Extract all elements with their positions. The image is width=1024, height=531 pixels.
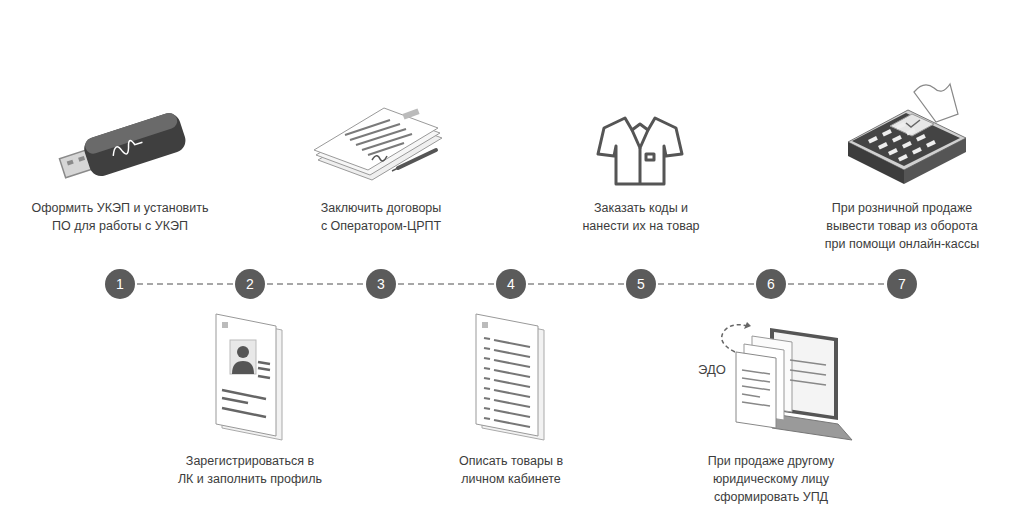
edi-label: ЭДО <box>696 362 728 378</box>
step-number: 5 <box>637 277 645 291</box>
step-number: 2 <box>246 277 254 291</box>
step-circle: 6 <box>756 269 786 299</box>
dashed-connector <box>398 283 494 285</box>
step-caption: Заказать коды и нанести их на товар <box>571 199 711 235</box>
step-caption: Зарегистрироваться в ЛК и заполнить проф… <box>175 452 325 488</box>
dashed-connector <box>267 283 364 285</box>
step-number: 6 <box>767 277 775 291</box>
profile-sheet-icon <box>216 314 282 440</box>
dashed-connector <box>658 283 754 285</box>
dashed-connector <box>788 283 885 285</box>
step-caption: При розничной продаже вывести товар из о… <box>822 199 982 253</box>
step-number: 4 <box>507 277 515 291</box>
step-circle: 5 <box>626 269 656 299</box>
contract-icon <box>314 108 442 180</box>
shirt-icon <box>598 118 682 184</box>
usb-token-icon <box>56 110 188 187</box>
product-list-icon <box>476 314 544 440</box>
step-circle: 1 <box>105 269 135 299</box>
step-number: 7 <box>898 277 906 291</box>
step-number: 3 <box>377 277 385 291</box>
step-circle: 7 <box>887 269 917 299</box>
step-caption: Описать товары в личном кабинете <box>441 452 581 488</box>
card-terminal-icon <box>848 84 966 184</box>
step-circle: 4 <box>496 269 526 299</box>
dashed-connector <box>528 283 624 285</box>
step-number: 1 <box>116 277 124 291</box>
step-caption: Заключить договоры с Оператором-ЦРПТ <box>306 199 456 235</box>
step-circle: 2 <box>235 269 265 299</box>
step-circle: 3 <box>366 269 396 299</box>
step-caption: Оформить УКЭП и установить ПО для работы… <box>20 199 220 235</box>
laptop-edi-icon <box>722 322 852 440</box>
step-caption: При продаже другому юридическому лицу сф… <box>691 452 851 506</box>
dashed-connector <box>137 283 233 285</box>
